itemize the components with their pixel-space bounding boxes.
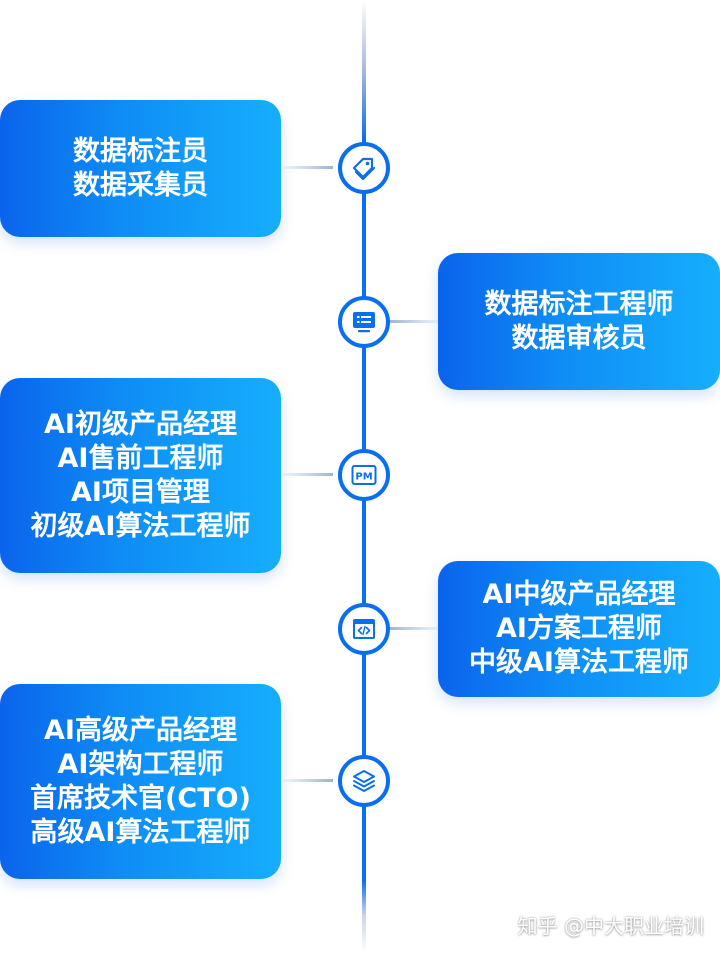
stage-1-node (338, 142, 390, 194)
stage-5-connector (283, 779, 333, 782)
stage-5-line-3: 首席技术官(CTO) (30, 782, 251, 814)
stage-5-line-2: AI架构工程师 (57, 748, 224, 780)
stage-4-card: AI中级产品经理 AI方案工程师 中级AI算法工程师 (438, 561, 720, 697)
zhihu-watermark: 知乎 @中大职业培训 (517, 914, 704, 938)
stage-1-connector (283, 166, 333, 169)
stage-2-line-2: 数据审核员 (511, 322, 647, 354)
stage-3-card: AI初级产品经理 AI售前工程师 AI项目管理 初级AI算法工程师 (0, 378, 281, 573)
stage-3-node: PM (338, 449, 390, 501)
stage-1-card: 数据标注员 数据采集员 (0, 100, 281, 237)
tag-icon (350, 154, 378, 182)
stage-4-line-3: 中级AI算法工程师 (469, 647, 689, 678)
stage-3-line-4: 初级AI算法工程师 (30, 510, 251, 542)
stage-1-line-1: 数据标注员 (73, 135, 208, 167)
layers-icon (350, 767, 378, 795)
stage-3-line-1: AI初级产品经理 (44, 408, 237, 440)
monitor-list-icon (350, 308, 378, 336)
stage-4-line-1: AI中级产品经理 (482, 579, 676, 610)
stage-2-line-1: 数据标注工程师 (484, 288, 674, 320)
stage-3-line-3: AI项目管理 (71, 476, 210, 508)
stage-4-node (338, 603, 390, 655)
stage-1-line-2: 数据采集员 (73, 169, 208, 201)
stage-5-line-4: 高级AI算法工程师 (30, 816, 251, 848)
stage-5-line-1: AI高级产品经理 (44, 714, 237, 746)
pm-icon: PM (350, 461, 378, 489)
stage-3-connector (283, 473, 333, 476)
stage-4-line-2: AI方案工程师 (496, 613, 662, 644)
stage-4-connector (389, 627, 439, 630)
pm-icon-label: PM (355, 472, 372, 483)
stage-5-node (338, 755, 390, 807)
stage-2-node (338, 296, 390, 348)
stage-3-line-2: AI售前工程师 (57, 442, 224, 474)
code-window-icon (350, 615, 378, 643)
stage-2-connector (389, 320, 439, 323)
stage-2-card: 数据标注工程师 数据审核员 (438, 253, 720, 390)
stage-5-card: AI高级产品经理 AI架构工程师 首席技术官(CTO) 高级AI算法工程师 (0, 684, 281, 879)
